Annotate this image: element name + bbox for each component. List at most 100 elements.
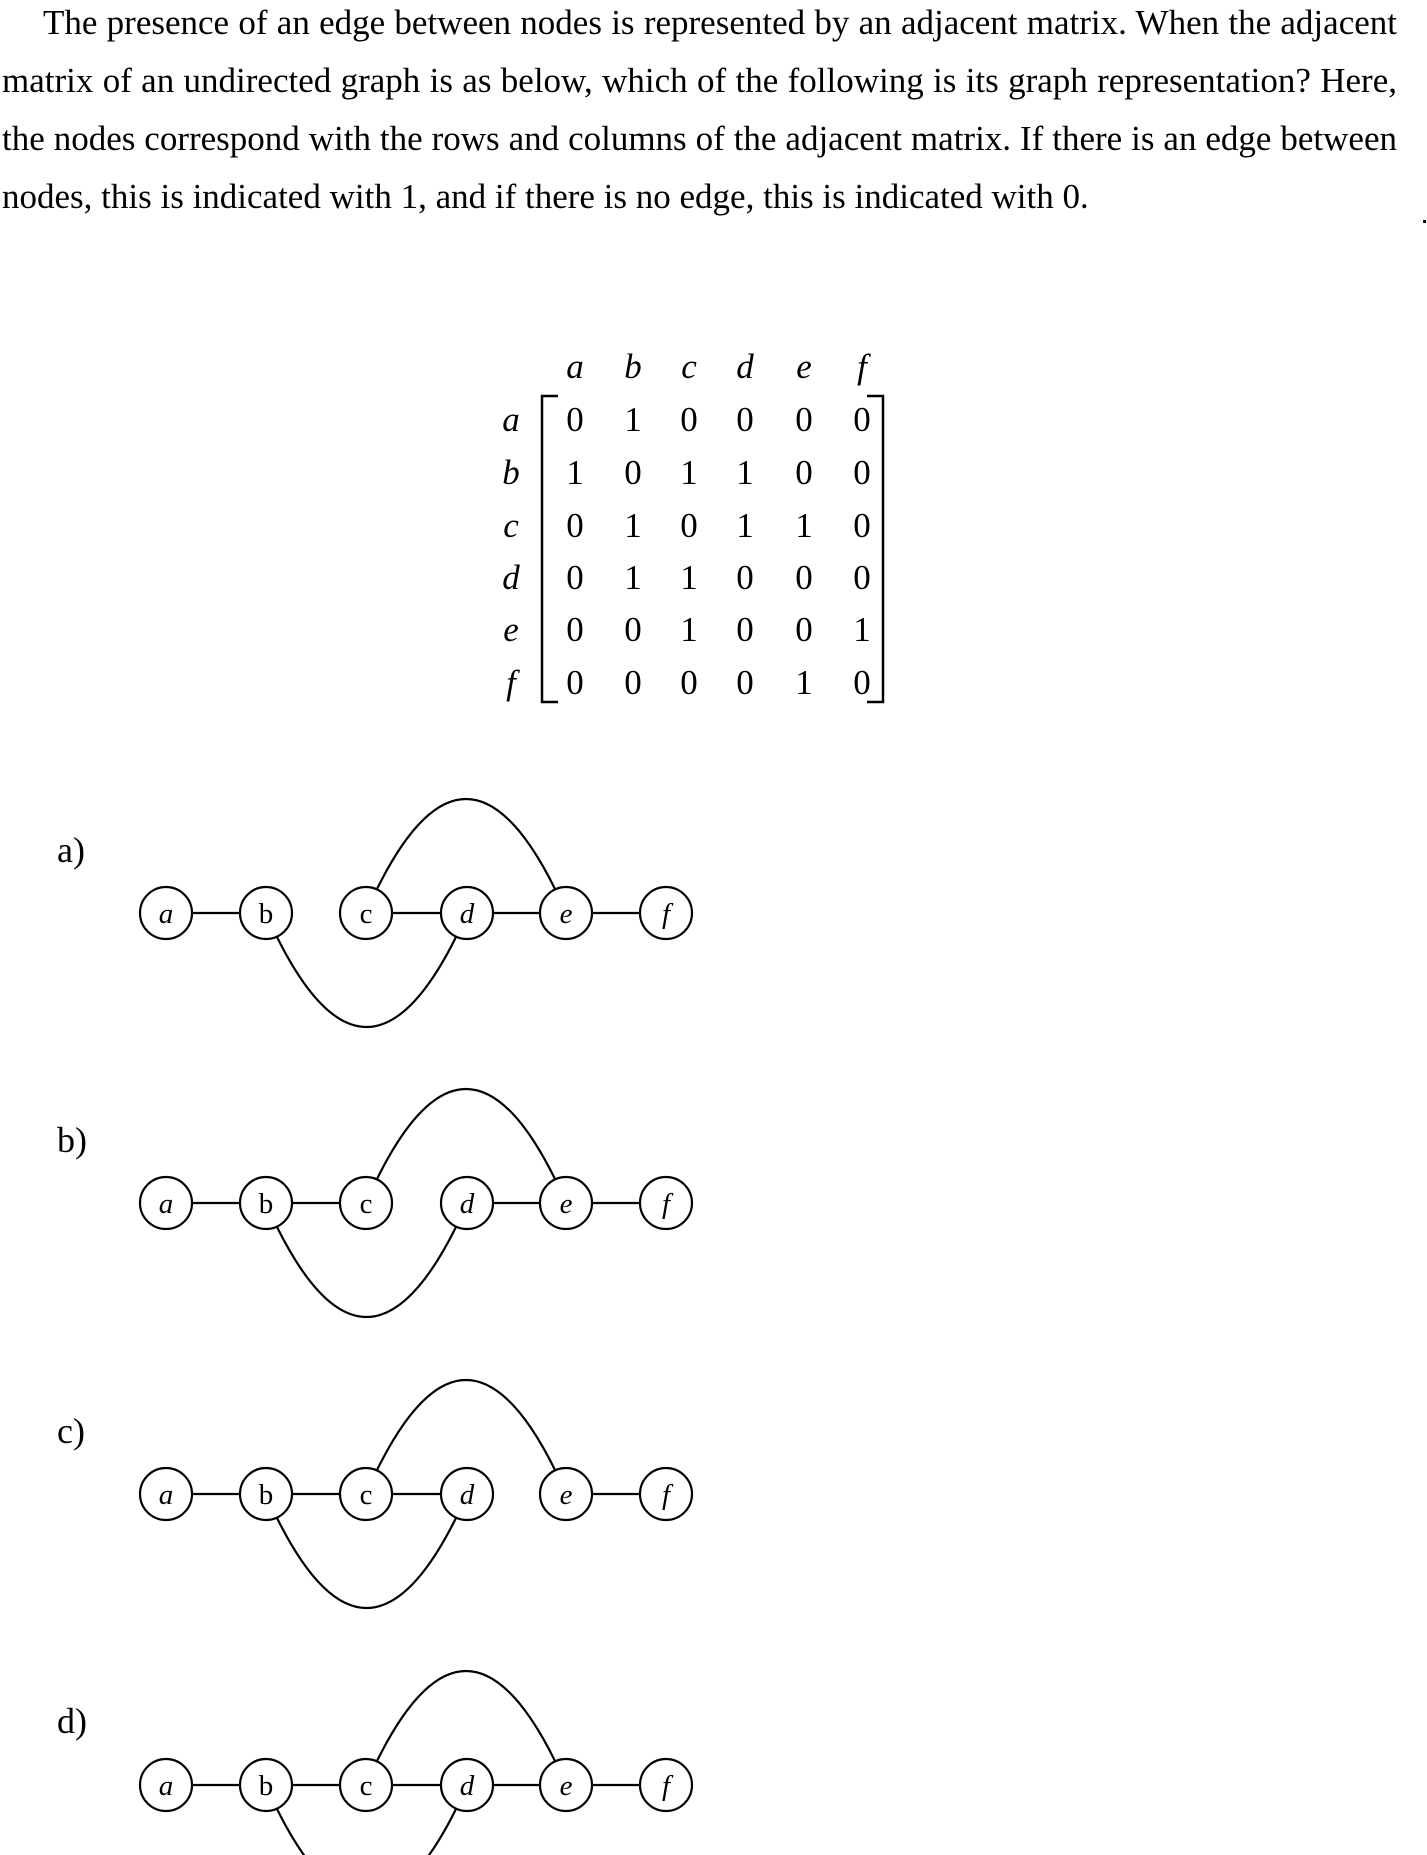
matrix-cell: 0: [736, 400, 754, 439]
graph-node: [338, 1175, 394, 1231]
matrix-cell: 0: [566, 506, 584, 545]
graph-node: [638, 1757, 694, 1813]
matrix-cell: 0: [736, 663, 754, 702]
graph-node: [138, 1757, 194, 1813]
graph-node: [638, 885, 694, 941]
graph-node: [538, 1466, 594, 1522]
matrix-right-bracket: [867, 394, 885, 704]
graph-node: [538, 1757, 594, 1813]
matrix-cell: 1: [680, 453, 698, 492]
matrix-row-header: f: [506, 663, 520, 702]
graph-node: [238, 1757, 294, 1813]
graph-node-label: c: [360, 898, 373, 930]
matrix-cell: 0: [624, 663, 642, 702]
matrix-row-header: e: [503, 610, 519, 649]
matrix-row-header: d: [502, 558, 520, 597]
graph-node: [138, 885, 194, 941]
graph-arc-below: [276, 1226, 457, 1318]
matrix-row-header: a: [502, 400, 520, 439]
graph-node-label: c: [360, 1479, 373, 1511]
matrix-cell: 0: [566, 558, 584, 597]
graph-node-label: a: [159, 1770, 174, 1802]
graph-node-label: b: [259, 1188, 274, 1220]
matrix-cell: 0: [795, 610, 813, 649]
graph-node-label: e: [560, 1479, 573, 1511]
matrix-row-header: c: [503, 506, 519, 545]
graph-node: [638, 1466, 694, 1522]
matrix-cell: 1: [736, 453, 754, 492]
matrix-cell: 0: [624, 453, 642, 492]
graph-node: [238, 1175, 294, 1231]
graph-node-label: b: [259, 898, 274, 930]
graph-arc-above: [376, 1379, 556, 1471]
graph-node: [538, 885, 594, 941]
graph-node-label: d: [460, 1770, 475, 1802]
matrix-col-header: c: [681, 347, 697, 386]
graph-node: [538, 1175, 594, 1231]
graph-node-label: d: [460, 1479, 475, 1511]
graph-node: [138, 1175, 194, 1231]
graph-arc-above: [376, 1670, 556, 1762]
matrix-col-header: b: [624, 347, 642, 386]
graph-node-label: d: [460, 898, 475, 930]
graph-node-label: d: [460, 1188, 475, 1220]
matrix-cell: 1: [795, 506, 813, 545]
graph-arc-below: [276, 1517, 457, 1609]
matrix-cell: 1: [680, 610, 698, 649]
graph-node-label: a: [159, 1479, 174, 1511]
matrix-cell: 0: [680, 400, 698, 439]
matrix-col-header: e: [796, 347, 812, 386]
graph-node-label: c: [360, 1770, 373, 1802]
matrix-cell: 0: [853, 400, 871, 439]
matrix-cell: 0: [680, 506, 698, 545]
matrix-cell: 1: [566, 453, 584, 492]
graph-node: [338, 885, 394, 941]
graph-node: [439, 1175, 495, 1231]
graph-node: [638, 1175, 694, 1231]
graph-node-label: a: [159, 1188, 174, 1220]
matrix-cell: 1: [736, 506, 754, 545]
matrix-cell: 1: [795, 663, 813, 702]
graph-node-label: b: [259, 1479, 274, 1511]
option-label: b): [57, 1120, 87, 1160]
matrix-col-header: d: [736, 347, 754, 386]
matrix-cell: 0: [566, 610, 584, 649]
option-label: a): [57, 830, 85, 870]
matrix-cell: 0: [795, 453, 813, 492]
matrix-row-header: b: [502, 453, 520, 492]
graph-node: [338, 1466, 394, 1522]
matrix-cell: 0: [736, 558, 754, 597]
graph-node: [238, 1466, 294, 1522]
graph-node: [439, 1466, 495, 1522]
matrix-cell: 0: [853, 506, 871, 545]
matrix-left-bracket: [540, 394, 558, 704]
graph-node: [439, 1757, 495, 1813]
matrix-cell: 1: [680, 558, 698, 597]
graph-arc-above: [376, 798, 556, 890]
graph-arc-below: [276, 1808, 457, 1855]
graph-node: [238, 885, 294, 941]
option-label: d): [57, 1701, 87, 1741]
matrix-cell: 1: [624, 506, 642, 545]
graph-node-label: c: [360, 1188, 373, 1220]
graph-node-label: b: [259, 1770, 274, 1802]
matrix-cell: 0: [795, 558, 813, 597]
graph-node: [439, 885, 495, 941]
matrix-cell: 0: [566, 400, 584, 439]
matrix-cell: 0: [853, 453, 871, 492]
graph-node-label: e: [560, 1770, 573, 1802]
stray-dot: [1423, 220, 1426, 223]
question-text: The presence of an edge between nodes is…: [2, 3, 1397, 216]
graph-node-label: e: [560, 1188, 573, 1220]
graph-node: [138, 1466, 194, 1522]
matrix-cell: 0: [795, 400, 813, 439]
matrix-cell: 1: [624, 558, 642, 597]
option-label: c): [57, 1411, 85, 1451]
matrix-cell: 1: [853, 610, 871, 649]
matrix-cell: 0: [736, 610, 754, 649]
